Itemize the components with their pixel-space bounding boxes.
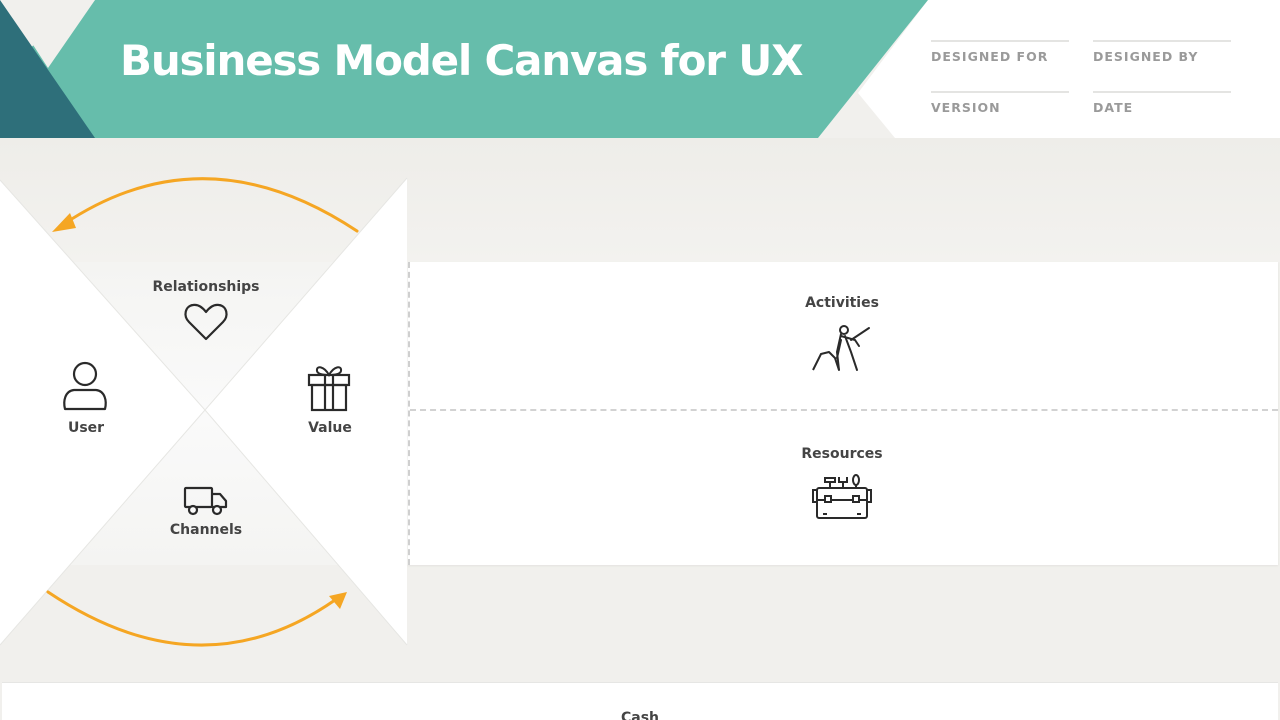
cash-panel [2, 682, 1278, 720]
header-meta-box [858, 0, 1280, 138]
designed-by-field[interactable]: DESIGNED BY [1093, 40, 1231, 64]
user-segment-shape [0, 180, 205, 645]
worker-digging-icon [811, 322, 873, 372]
version-field[interactable]: VERSION [931, 91, 1069, 115]
relationships-label: Relationships [152, 279, 260, 295]
header-banner [0, 0, 928, 138]
panel-divider [410, 409, 1278, 411]
value-label: Value [308, 420, 352, 436]
heart-icon [183, 302, 229, 342]
channels-label: Channels [169, 522, 243, 538]
header-accent-triangle [0, 0, 95, 138]
activities-resources-panel [408, 262, 1278, 565]
user-label: User [67, 420, 105, 436]
user-icon [62, 361, 108, 413]
designed-for-field[interactable]: DESIGNED FOR [931, 40, 1069, 64]
activities-label: Activities [805, 295, 879, 311]
value-segment-shape [205, 178, 407, 645]
cash-label: Cash [620, 710, 660, 720]
resources-label: Resources [801, 446, 883, 462]
page-title: Business Model Canvas for UX [120, 36, 803, 85]
gift-icon [306, 362, 352, 412]
date-field[interactable]: DATE [1093, 91, 1231, 115]
value-to-user-arrow [62, 177, 359, 233]
truck-icon [183, 486, 229, 516]
toolbox-icon [811, 474, 873, 520]
user-to-value-arrow [46, 590, 337, 647]
